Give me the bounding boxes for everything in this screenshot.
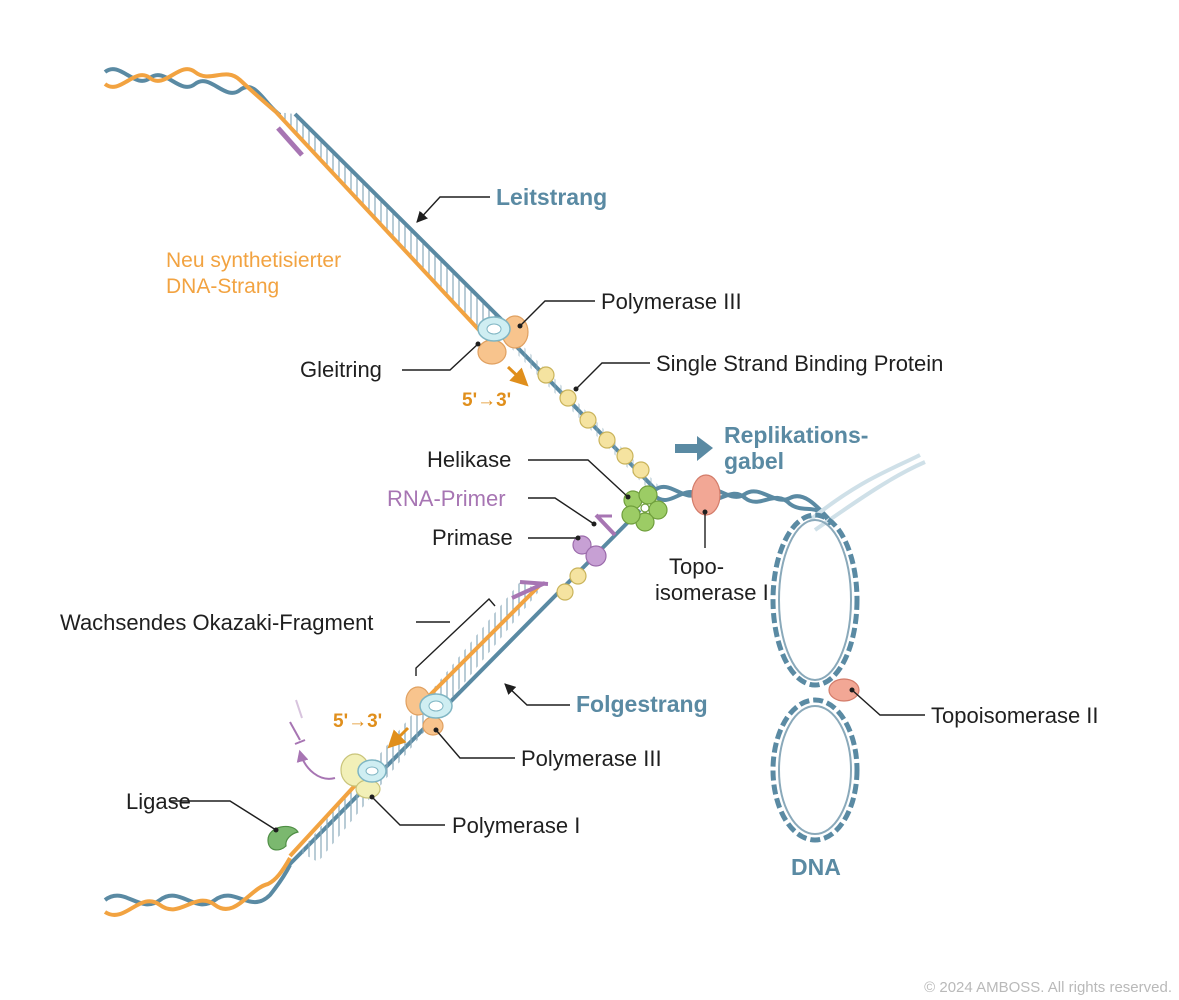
topoisomerase-ii xyxy=(828,678,860,702)
label-helikase: Helikase xyxy=(427,447,511,472)
polymerase-i xyxy=(340,753,387,799)
label-isomerase-i: isomerase I xyxy=(655,580,769,605)
direction-arrow-icon xyxy=(387,726,410,749)
leading-strand-duplex xyxy=(274,110,514,346)
label-topoisomerase-ii: Topoisomerase II xyxy=(931,703,1099,728)
replication-fork-arrow-icon xyxy=(675,436,713,461)
copyright-notice: © 2024 AMBOSS. All rights reserved. xyxy=(924,979,1172,996)
label-polymerase-i: Polymerase I xyxy=(452,813,580,838)
label-topo: Topo- xyxy=(669,554,724,579)
label-primase: Primase xyxy=(432,525,513,550)
helix-top-left xyxy=(103,67,282,117)
label-dna: DNA xyxy=(791,854,841,880)
lagging-ssb-proteins xyxy=(556,567,587,601)
label-neu-synthetisierter: Neu synthetisierter xyxy=(166,249,341,272)
helicase xyxy=(621,485,668,532)
sliding-clamp-top xyxy=(477,316,511,342)
label-polymerase-iii-top: Polymerase III xyxy=(601,289,742,314)
label-okazaki: Wachsendes Okazaki-Fragment xyxy=(60,610,373,635)
label-direction-top: 5'→3' xyxy=(462,390,511,411)
label-leitstrang: Leitstrang xyxy=(496,184,607,210)
direction-arrow-icon xyxy=(506,365,529,387)
topoisomerase-i xyxy=(691,474,721,516)
label-polymerase-iii-bottom: Polymerase III xyxy=(521,746,662,771)
helix-bottom-left xyxy=(103,857,292,917)
label-dna-strang: DNA-Strang xyxy=(166,275,279,298)
label-direction-bottom: 5'→3' xyxy=(333,711,382,732)
label-rna-primer: RNA-Primer xyxy=(387,486,506,511)
primase xyxy=(572,535,607,567)
ligase xyxy=(267,825,299,851)
parent-dna-helix xyxy=(653,453,926,843)
label-folgestrang: Folgestrang xyxy=(576,691,708,717)
label-gabel: gabel xyxy=(724,448,784,474)
removed-primer-fragments xyxy=(289,699,336,780)
label-ssb: Single Strand Binding Protein xyxy=(656,351,943,376)
label-ligase: Ligase xyxy=(126,789,191,814)
label-gleitring: Gleitring xyxy=(300,357,382,382)
single-strand-binding-proteins xyxy=(537,366,650,479)
leader-lines xyxy=(170,196,925,833)
label-replikations: Replikations- xyxy=(724,422,868,448)
